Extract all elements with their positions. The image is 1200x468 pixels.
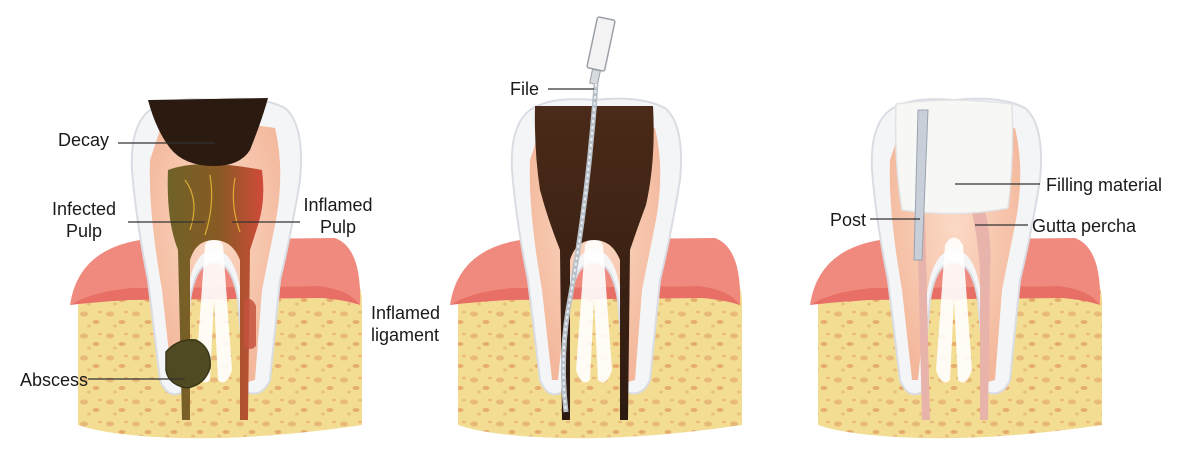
file-instrument	[560, 16, 616, 413]
label-infected-pulp: Infected Pulp	[52, 198, 116, 242]
label-infected-pulp-line2: Pulp	[65, 221, 103, 241]
leader-lines-panel3	[870, 183, 1040, 226]
label-inflamed-ligament-line2: ligament	[371, 325, 440, 345]
label-infected-pulp-line1: Infected	[51, 199, 117, 219]
label-gutta-percha: Gutta percha	[1032, 216, 1137, 236]
label-abscess: Abscess	[20, 370, 89, 390]
gutta-percha	[972, 210, 991, 420]
abscess	[165, 339, 211, 389]
label-inflamed-ligament-line1: Inflamed	[371, 303, 441, 323]
decay	[148, 98, 268, 166]
label-decay: Decay	[58, 130, 110, 150]
infected-pulp-chamber	[167, 164, 264, 420]
label-inflamed-pulp-line2: Pulp	[319, 217, 357, 237]
label-inflamed-pulp: Inflamed Pulp	[303, 194, 372, 238]
panel-infected-tooth	[70, 97, 362, 439]
filling-material	[894, 99, 1014, 215]
inflamed-ligament	[244, 298, 256, 349]
panel-cleaning-tooth	[450, 16, 742, 439]
post	[913, 109, 929, 261]
label-file: File	[510, 79, 540, 99]
label-post: Post	[830, 210, 867, 230]
label-filling-material: Filling material	[1046, 175, 1163, 195]
label-inflamed-ligament: Inflamed ligament	[371, 302, 440, 346]
leader-lines-panel1	[88, 142, 300, 380]
label-inflamed-pulp-line1: Inflamed	[303, 195, 373, 215]
panel-restored-tooth	[810, 97, 1102, 439]
